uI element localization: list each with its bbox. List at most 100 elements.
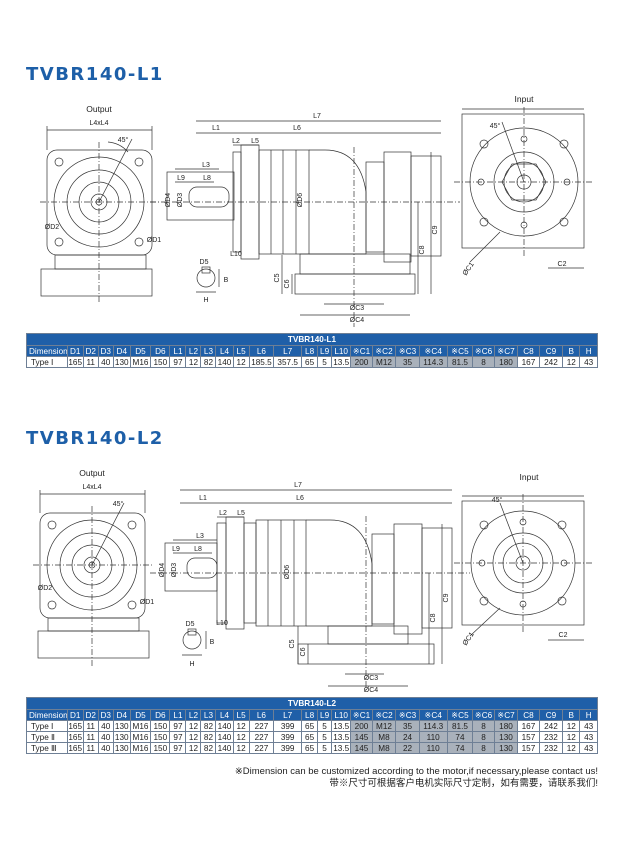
dim-label: ØD3: [171, 563, 178, 578]
table-cell: 130: [112, 720, 131, 732]
table-cell: 40: [97, 720, 114, 732]
table-cell: 35: [395, 356, 420, 368]
note-english: ※Dimension can be customized according t…: [234, 766, 598, 777]
table-cell: 114.3: [418, 720, 448, 732]
column-header: D2: [82, 709, 99, 721]
table-cell: 150: [150, 356, 171, 368]
column-header: ※C6: [472, 345, 495, 357]
dim-label: C6: [300, 647, 307, 656]
dim-label: L1: [212, 125, 220, 132]
section-title: TVBR140-L1: [26, 64, 164, 85]
table-cell: 97: [169, 356, 187, 368]
dim-label: L4xL4: [82, 484, 101, 491]
table-cell: 399: [273, 720, 303, 732]
table-cell: 40: [97, 742, 114, 754]
dim-label: L10: [216, 620, 228, 627]
dim-label: L10: [230, 251, 242, 258]
table-cell: 357.5: [273, 356, 303, 368]
dim-label: L5: [251, 138, 259, 145]
column-header: ※C4: [418, 709, 448, 721]
technical-drawing: Output L4xL4 45° ØD2 ØD1 D5 B H L7 L1 L2…: [33, 468, 594, 694]
column-header: D1: [66, 345, 84, 357]
dim-label: ØC4: [350, 317, 365, 324]
table-cell: 242: [538, 720, 564, 732]
table-cell: 227: [248, 720, 275, 732]
column-header: ※C2: [371, 345, 397, 357]
dim-label: ØD1: [140, 599, 155, 606]
table-cell: 65: [301, 356, 319, 368]
table-cell: 5: [317, 742, 333, 754]
column-header: D6: [150, 709, 171, 721]
table-cell: M16: [129, 742, 152, 754]
dim-label: ØC3: [364, 675, 379, 682]
column-header: C9: [538, 345, 564, 357]
table-cell: 74: [446, 731, 474, 743]
table-cell: 65: [301, 731, 319, 743]
table-cell: 12: [232, 742, 250, 754]
table-cell: 12: [562, 720, 581, 732]
dim-label: ØD3: [177, 193, 184, 208]
table-cell: 130: [112, 742, 131, 754]
table-cell: 5: [317, 731, 333, 743]
dim-label: ØC1: [462, 261, 476, 277]
table-cell: 157: [517, 742, 540, 754]
table-cell: 130: [112, 356, 131, 368]
row-label: Type Ⅲ: [26, 742, 68, 754]
column-header: ※C4: [418, 345, 448, 357]
table-cell: 97: [169, 720, 187, 732]
dim-label: L7: [294, 482, 302, 489]
column-header: ※C1: [350, 345, 373, 357]
table-cell: 227: [248, 742, 275, 754]
table-cell: 145: [350, 731, 373, 743]
column-header: B: [562, 709, 581, 721]
column-header: L10: [331, 709, 352, 721]
dim-label: 45°: [492, 496, 503, 504]
table-cell: 12: [232, 720, 250, 732]
column-header: Dimension: [26, 709, 68, 721]
table-cell: 11: [82, 731, 99, 743]
dim-label: ØD2: [45, 224, 60, 231]
dim-label: L2: [232, 138, 240, 145]
dim-label: C6: [284, 279, 291, 288]
column-header: L10: [331, 345, 352, 357]
table-cell: 227: [248, 731, 275, 743]
table-cell: 8: [472, 731, 495, 743]
table-cell: 43: [579, 356, 598, 368]
column-header: L1: [169, 345, 187, 357]
dim-label: 45°: [118, 136, 129, 144]
column-header: L2: [185, 345, 202, 357]
column-header: L6: [248, 709, 275, 721]
table-cell: 43: [579, 742, 598, 754]
table-cell: 40: [97, 356, 114, 368]
table-cell: M8: [371, 731, 397, 743]
technical-drawing: Output L4xL4 45° ØD2 ØD1 D5 B H L7 L1 L2…: [40, 94, 594, 327]
dim-label: L6: [293, 125, 301, 132]
table-caption: TVBR140-L2: [26, 697, 598, 710]
dim-label: ØD4: [159, 563, 166, 578]
dim-label: ØC3: [350, 305, 365, 312]
table-cell: 150: [150, 742, 171, 754]
dim-label: B: [224, 277, 229, 284]
table-cell: 185.5: [248, 356, 275, 368]
table-cell: 167: [517, 356, 540, 368]
dim-label: C2: [558, 261, 567, 268]
dim-label: ØD4: [165, 193, 172, 208]
table-cell: 130: [493, 731, 519, 743]
column-header: L7: [273, 709, 303, 721]
table-cell: 13.5: [331, 356, 352, 368]
dim-label: L6: [296, 495, 304, 502]
column-header: L4: [215, 345, 234, 357]
dim-label: ØC1: [462, 631, 476, 647]
table-cell: 399: [273, 731, 303, 743]
table-cell: 12: [562, 742, 581, 754]
table-cell: 165: [66, 731, 84, 743]
dim-label: 45°: [113, 500, 124, 508]
column-header: H: [579, 709, 598, 721]
dim-label: L7: [313, 113, 321, 120]
table-cell: M16: [129, 720, 152, 732]
dim-label: L9: [177, 175, 185, 182]
